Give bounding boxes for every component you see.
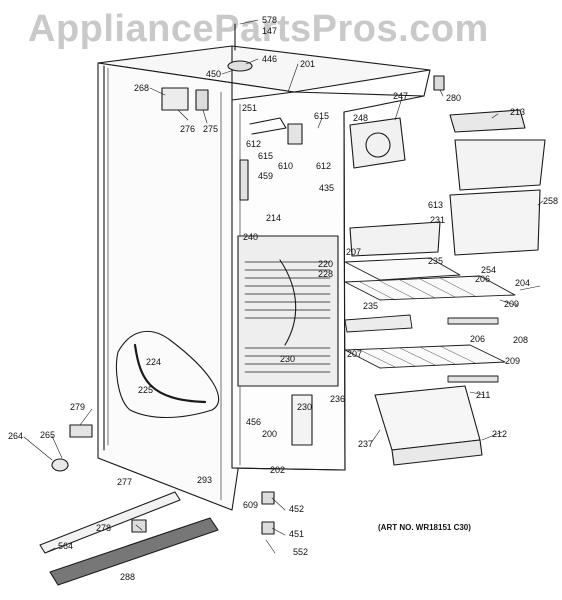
callout-label: 248 xyxy=(353,113,369,123)
callout-label: 212 xyxy=(492,429,508,439)
callout-label: 147 xyxy=(262,26,278,36)
callout-label: 275 xyxy=(203,124,219,134)
callout-label: 276 xyxy=(180,124,196,134)
shelves xyxy=(344,257,516,383)
callout-label: 207 xyxy=(346,247,362,257)
callout-label: 240 xyxy=(243,232,259,242)
callout-label: 251 xyxy=(242,103,258,113)
callout-label: 612 xyxy=(246,139,262,149)
callout-label: 452 xyxy=(289,504,305,514)
callout-label: 610 xyxy=(278,161,294,171)
callout-label: 247 xyxy=(393,91,409,101)
callout-label: 237 xyxy=(358,439,374,449)
callout-label: 615 xyxy=(314,111,330,121)
callout-label: 564 xyxy=(58,541,74,551)
callout-label: 293 xyxy=(197,475,213,485)
callout-label: 214 xyxy=(266,213,282,223)
callout-label: 265 xyxy=(40,430,56,440)
callout-label: 278 xyxy=(96,523,112,533)
callout-label: 201 xyxy=(300,59,316,69)
callout-label: 280 xyxy=(446,93,462,103)
callout-label: 459 xyxy=(258,171,274,181)
base-parts xyxy=(39,424,275,586)
callout-label: 231 xyxy=(430,215,446,225)
ice-pan xyxy=(374,385,483,466)
callout-label: 202 xyxy=(270,465,286,475)
callout-label: 235 xyxy=(428,256,444,266)
callout-label: 230 xyxy=(297,402,313,412)
callout-label: 288 xyxy=(120,572,136,582)
callout-label: 236 xyxy=(330,394,346,404)
callout-label: 209 xyxy=(504,299,520,309)
art-number: (ART NO. WR18151 C30) xyxy=(378,523,471,532)
callout-label: 224 xyxy=(146,357,162,367)
callout-label: 204 xyxy=(515,278,531,288)
callout-label: 552 xyxy=(293,547,309,557)
callout-label: 609 xyxy=(243,500,259,510)
callout-label: 230 xyxy=(280,354,296,364)
callout-label: 450 xyxy=(206,69,222,79)
callout-label: 208 xyxy=(513,335,529,345)
callout-label: 264 xyxy=(8,431,24,441)
callout-label: 578 xyxy=(262,15,278,25)
callout-label: 209 xyxy=(505,356,521,366)
watermark: AppliancePartsPros.com xyxy=(28,8,489,50)
callout-label: 268 xyxy=(134,83,150,93)
callout-label: 456 xyxy=(246,417,262,427)
callout-label: 615 xyxy=(258,151,274,161)
leader-lines xyxy=(23,19,544,554)
callout-label: 200 xyxy=(262,429,278,439)
top-components xyxy=(161,23,546,257)
callout-label: 279 xyxy=(70,402,86,412)
callout-label: 220 xyxy=(318,259,334,269)
callout-label: 277 xyxy=(117,477,133,487)
fill-tube-assembly xyxy=(115,331,220,419)
callout-label: 225 xyxy=(138,385,154,395)
callout-label: 213 xyxy=(510,107,526,117)
callout-label: 211 xyxy=(476,390,491,400)
callout-label: 612 xyxy=(316,161,332,171)
callout-label: 613 xyxy=(428,200,444,210)
callout-label: 258 xyxy=(543,196,559,206)
freezer-liner xyxy=(231,91,425,471)
callout-label: 435 xyxy=(319,183,335,193)
callout-label: 207 xyxy=(347,349,363,359)
callout-label: 235 xyxy=(363,301,379,311)
callout-label: 206 xyxy=(470,334,486,344)
callout-label: 254 xyxy=(481,265,497,275)
callout-label: 228 xyxy=(318,269,334,279)
callout-label: 446 xyxy=(262,54,278,64)
callout-label: 206 xyxy=(475,274,491,284)
callout-label: 451 xyxy=(289,529,305,539)
